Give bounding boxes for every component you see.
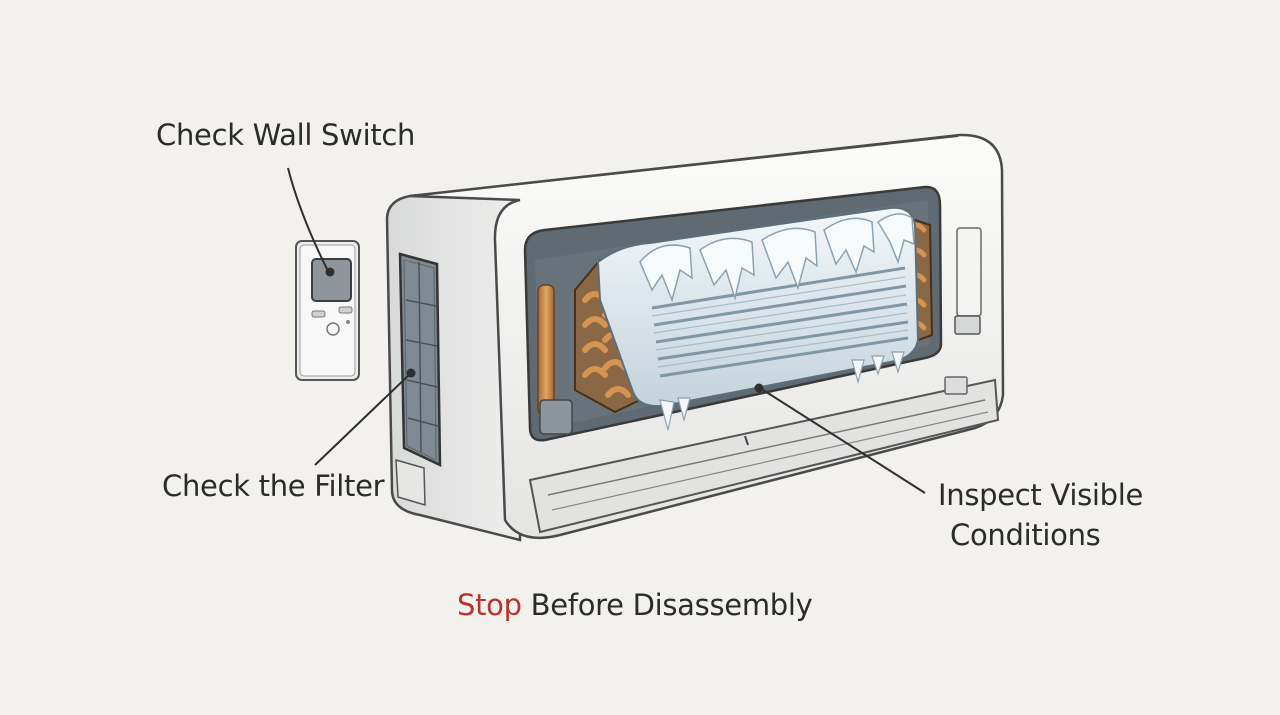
leader-inspect <box>759 387 926 494</box>
leader-wall-switch <box>287 167 329 272</box>
caption-stop: Stop <box>457 588 522 622</box>
copper-pipe <box>537 284 573 435</box>
label-inspect-line2: Conditions <box>950 518 1101 552</box>
wall-switch <box>295 240 360 381</box>
leader-lines <box>287 167 926 494</box>
caption: Stop Before Disassembly <box>457 588 813 622</box>
label-inspect-conditions: Inspect Visible Conditions <box>938 475 1143 555</box>
filter-panel <box>395 252 442 507</box>
label-inspect-line1: Inspect Visible <box>938 478 1144 512</box>
switch-display <box>311 258 352 302</box>
label-check-wall-switch: Check Wall Switch <box>156 118 416 152</box>
label-check-filter: Check the Filter <box>162 469 385 503</box>
leader-filter <box>314 373 411 466</box>
frozen-coil <box>596 206 920 431</box>
caption-rest: Before Disassembly <box>521 588 813 622</box>
